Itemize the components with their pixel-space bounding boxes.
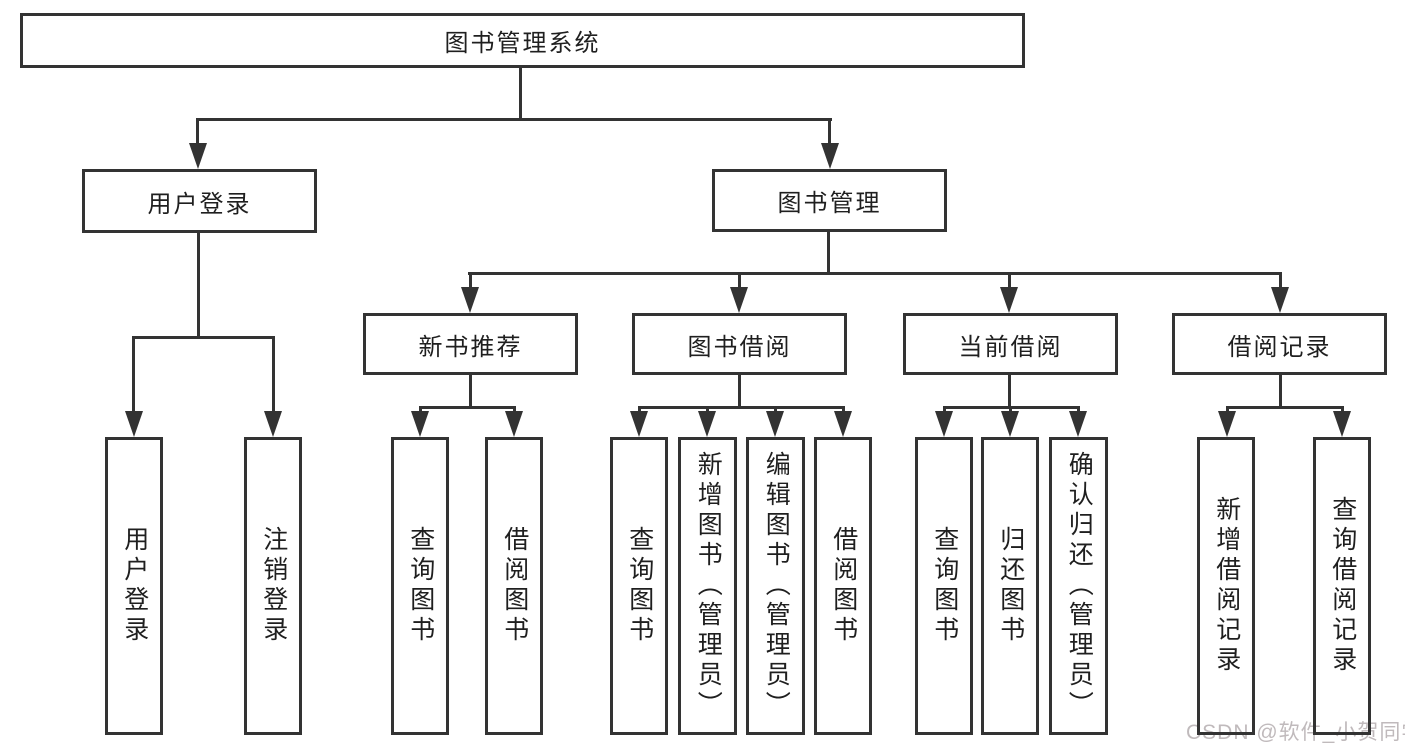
leaf-add-books-admin: 新增图书（管理员） — [678, 437, 737, 735]
connector-root-stem — [519, 68, 522, 121]
leaf-borrow-books-1: 借阅图书 — [485, 437, 543, 735]
connector-level3-rail — [468, 272, 1282, 275]
node-current-borrow: 当前借阅 — [903, 313, 1118, 375]
leaf-query-borrow-record: 查询借阅记录 — [1313, 437, 1371, 735]
connector-user-login-stem — [197, 233, 200, 338]
node-borrow-records-label: 借阅记录 — [1227, 333, 1332, 361]
arrow-down-icon — [1001, 411, 1019, 437]
leaf-label: 查询借阅记录 — [1328, 496, 1357, 676]
csdn-watermark: CSDN @软件_小贺同学 — [1186, 721, 1405, 744]
connector-stem — [738, 272, 741, 290]
leaf-user-login: 用户登录 — [105, 437, 163, 735]
connector-stem — [738, 375, 741, 408]
arrow-down-icon — [935, 411, 953, 437]
leaf-label: 查询图书 — [406, 526, 435, 646]
arrow-down-icon — [834, 411, 852, 437]
connector-rail — [1226, 406, 1344, 409]
leaf-logout: 注销登录 — [244, 437, 302, 735]
connector-stem — [132, 336, 135, 413]
connector-user-login-rail — [133, 336, 275, 339]
node-user-login: 用户登录 — [82, 169, 317, 233]
leaf-add-borrow-record: 新增借阅记录 — [1197, 437, 1255, 735]
leaf-label: 用户登录 — [120, 526, 149, 646]
arrow-down-icon — [1000, 287, 1018, 313]
leaf-query-books-2: 查询图书 — [610, 437, 668, 735]
leaf-label: 借阅图书 — [500, 526, 529, 646]
node-root-library-system: 图书管理系统 — [20, 13, 1025, 68]
arrow-down-icon — [461, 287, 479, 313]
leaf-label: 借阅图书 — [829, 526, 858, 646]
connector-stem — [828, 118, 831, 148]
leaf-confirm-return-admin: 确认归还（管理员） — [1049, 437, 1108, 735]
leaf-label: 新增图书（管理员） — [694, 451, 723, 721]
node-new-book-recommend: 新书推荐 — [363, 313, 578, 375]
node-new-book-recommend-label: 新书推荐 — [418, 333, 523, 361]
node-book-borrow-label: 图书借阅 — [687, 333, 792, 361]
connector-book-mgmt-stem — [827, 232, 830, 274]
node-book-borrow: 图书借阅 — [632, 313, 847, 375]
leaf-query-books-1: 查询图书 — [391, 437, 449, 735]
node-borrow-records: 借阅记录 — [1172, 313, 1387, 375]
node-current-borrow-label: 当前借阅 — [958, 333, 1063, 361]
node-user-login-label: 用户登录 — [147, 190, 252, 218]
arrow-down-icon — [125, 411, 143, 437]
node-root-label: 图书管理系统 — [444, 30, 601, 57]
connector-stem — [196, 118, 199, 148]
connector-level2-rail — [197, 118, 832, 121]
arrow-down-icon — [505, 411, 523, 437]
leaf-query-books-3: 查询图书 — [915, 437, 973, 735]
connector-stem — [1279, 272, 1282, 290]
arrow-down-icon — [821, 143, 839, 169]
node-book-management-label: 图书管理 — [777, 190, 882, 217]
connector-stem — [1008, 272, 1011, 290]
arrow-down-icon — [1271, 287, 1289, 313]
arrow-down-icon — [766, 411, 784, 437]
connector-rail — [638, 406, 845, 409]
connector-stem — [469, 272, 472, 290]
connector-stem — [469, 375, 472, 408]
arrow-down-icon — [1069, 411, 1087, 437]
arrow-down-icon — [730, 287, 748, 313]
node-book-management: 图书管理 — [712, 169, 947, 232]
leaf-edit-books-admin: 编辑图书（管理员） — [746, 437, 805, 735]
connector-stem — [1008, 375, 1011, 408]
leaf-label: 查询图书 — [625, 526, 654, 646]
leaf-label: 查询图书 — [930, 526, 959, 646]
arrow-down-icon — [1218, 411, 1236, 437]
leaf-label: 编辑图书（管理员） — [762, 451, 791, 721]
connector-stem — [1279, 375, 1282, 408]
leaf-borrow-books-2: 借阅图书 — [814, 437, 872, 735]
leaf-label: 归还图书 — [996, 526, 1025, 646]
leaf-label: 新增借阅记录 — [1212, 496, 1241, 676]
arrow-down-icon — [264, 411, 282, 437]
arrow-down-icon — [698, 411, 716, 437]
arrow-down-icon — [1333, 411, 1351, 437]
arrow-down-icon — [411, 411, 429, 437]
arrow-down-icon — [630, 411, 648, 437]
connector-stem — [272, 336, 275, 413]
leaf-return-books: 归还图书 — [981, 437, 1039, 735]
leaf-label: 注销登录 — [259, 526, 288, 646]
connector-rail — [419, 406, 516, 409]
leaf-label: 确认归还（管理员） — [1065, 451, 1094, 721]
arrow-down-icon — [189, 143, 207, 169]
